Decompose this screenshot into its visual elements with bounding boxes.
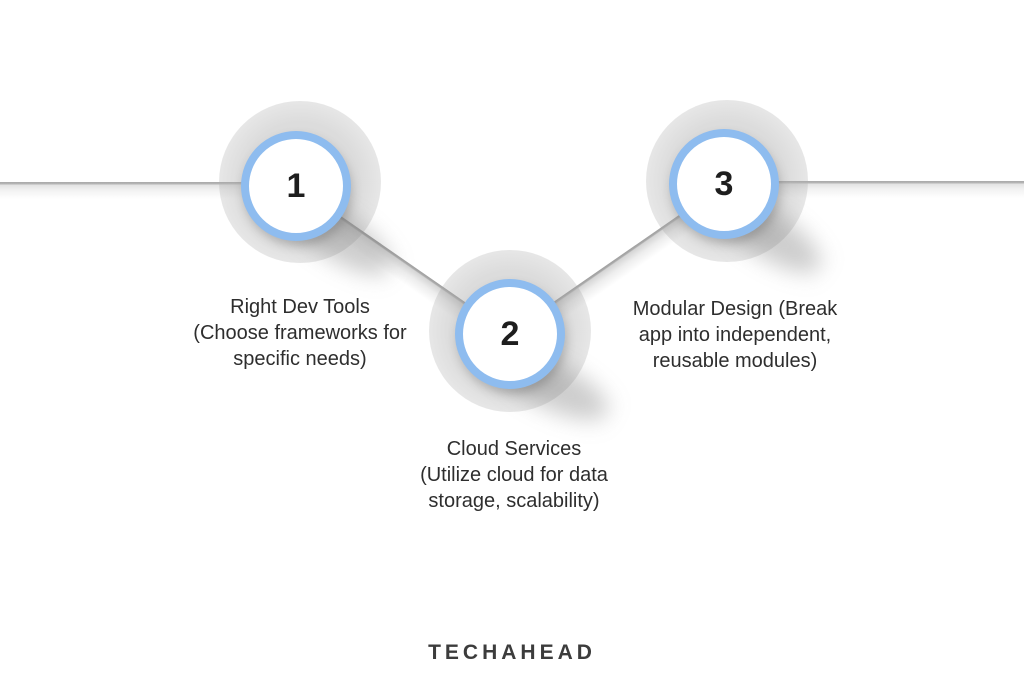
step1-label-line2: (Choose frameworks for: [193, 322, 407, 344]
brand-logo: TECHAHEAD: [428, 641, 596, 664]
step1-label-line3: specific needs): [233, 348, 367, 370]
step2-label: Cloud Services (Utilize cloud for data s…: [374, 436, 654, 514]
step2-label-line1: Cloud Services: [446, 438, 582, 460]
step2-label-line2: (Utilize cloud for data: [420, 464, 608, 486]
step1-circle: 1: [241, 131, 351, 241]
step3-label-line1: Modular Design (Break: [632, 298, 838, 320]
step2-circle: 2: [455, 279, 565, 389]
step3-label-line2: app into independent,: [638, 324, 832, 346]
step3-label-line3: reusable modules): [652, 350, 818, 372]
step2-label-line3: storage, scalability): [428, 490, 600, 512]
step1-label-line1: Right Dev Tools: [230, 296, 370, 318]
timeline-line-left: [0, 182, 300, 200]
step1-label: Right Dev Tools (Choose frameworks for s…: [160, 294, 440, 372]
step2-number: 2: [500, 315, 520, 353]
step3-number: 3: [714, 165, 734, 203]
step1-number: 1: [286, 167, 306, 205]
step3-circle: 3: [669, 129, 779, 239]
step3-label: Modular Design (Break app into independe…: [595, 296, 875, 374]
timeline-line-right: [722, 181, 1024, 199]
